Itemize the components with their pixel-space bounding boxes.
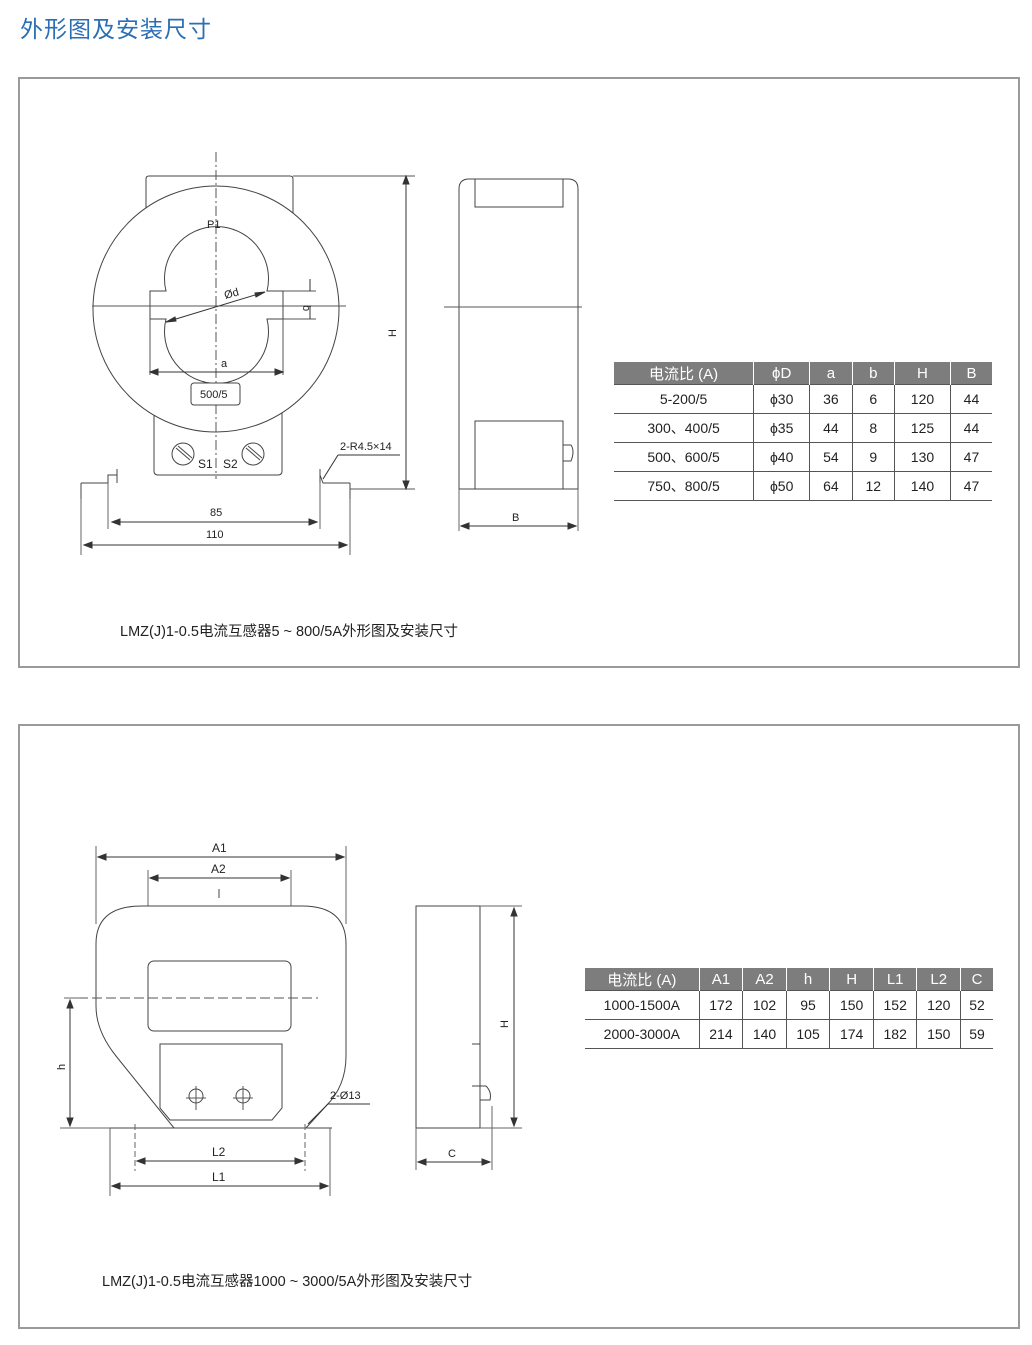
figure2-table-cell: 95 xyxy=(785,990,830,1020)
figure2-table-cell: 172 xyxy=(698,990,743,1020)
figure1-caption: LMZ(J)1-0.5电流互感器5 ~ 800/5A外形图及安装尺寸 xyxy=(120,624,459,640)
figure2-table-cell: 182 xyxy=(872,1019,917,1049)
figure1-table-cell: 12 xyxy=(851,471,895,501)
figure2-table-cell: 1000-1500A xyxy=(585,990,700,1020)
label-a2: A2 xyxy=(211,862,226,876)
figure1-table-cell: 8 xyxy=(851,413,895,443)
figure1-table-cell: 44 xyxy=(949,384,992,414)
label-85: 85 xyxy=(210,507,222,519)
figure1-table-cell: ϕ40 xyxy=(753,442,810,472)
figure1-table-cell: ϕ50 xyxy=(753,471,810,501)
label-od: Ød xyxy=(223,286,240,302)
figure2-header-cell: 电流比 (A) xyxy=(585,968,700,991)
figure1-table-cell: 44 xyxy=(809,413,853,443)
figure2-header-cell: C xyxy=(960,968,993,991)
figure1-table-cell: 47 xyxy=(949,442,992,472)
label-c: C xyxy=(448,1148,456,1160)
label-l2: L2 xyxy=(212,1145,226,1159)
label-b: b xyxy=(300,305,312,311)
figure2-caption: LMZ(J)1-0.5电流互感器1000 ~ 3000/5A外形图及安装尺寸 xyxy=(102,1274,473,1290)
figure1-header-cell: b xyxy=(851,362,895,385)
figure2-table-cell: 150 xyxy=(916,1019,961,1049)
label-s1: S1 xyxy=(198,457,213,471)
figure1-table-cell: 125 xyxy=(894,413,951,443)
figure1-table-cell: 47 xyxy=(949,471,992,501)
figure1-table-cell: 140 xyxy=(894,471,951,501)
figure2-header-cell: L2 xyxy=(916,968,961,991)
label-110: 110 xyxy=(206,529,224,541)
label-p1: P1 xyxy=(207,219,220,231)
figure1-table-cell: 36 xyxy=(809,384,853,414)
figure1-table-cell: 64 xyxy=(809,471,853,501)
figure1-header-cell: a xyxy=(809,362,853,385)
figure1-table-cell: ϕ35 xyxy=(753,413,810,443)
figure2-header-cell: H xyxy=(829,968,874,991)
figure2-header-cell: L1 xyxy=(872,968,917,991)
label-l1: L1 xyxy=(212,1170,226,1184)
label-side-b: B xyxy=(512,512,519,524)
figure2-table-cell: 150 xyxy=(829,990,874,1020)
figure1-panel: P1 Ød b a 500/5 S1 S2 H 2-R4.5×14 85 110… xyxy=(18,77,1020,668)
figure2-table-cell: 140 xyxy=(742,1019,787,1049)
figure2-table-cell: 174 xyxy=(829,1019,874,1049)
figure1-header-cell: 电流比 (A) xyxy=(614,362,754,385)
page-heading: 外形图及安装尺寸 xyxy=(20,17,212,43)
figure2-table-cell: 152 xyxy=(872,990,917,1020)
label-ratio-plate: 500/5 xyxy=(200,389,228,401)
figure1-table-cell: 6 xyxy=(851,384,895,414)
figure1-table-cell: 44 xyxy=(949,413,992,443)
figure2-header-cell: A2 xyxy=(742,968,787,991)
figure2-table-cell: 2000-3000A xyxy=(585,1019,700,1049)
figure1-table-cell: 300、400/5 xyxy=(614,413,754,443)
figure1-table-cell: 54 xyxy=(809,442,853,472)
label-a1: A1 xyxy=(212,841,227,855)
figure1-table-cell: 9 xyxy=(851,442,895,472)
label-h-big: H xyxy=(499,1020,511,1028)
figure2-table-cell: 52 xyxy=(960,990,993,1020)
label-h-small: h xyxy=(56,1064,68,1070)
label-hole: 2-Ø13 xyxy=(330,1090,361,1102)
label-r-hole: 2-R4.5×14 xyxy=(340,441,392,453)
figure2-table-cell: 59 xyxy=(960,1019,993,1049)
figure2-drawing: A1 A2 h 2-Ø13 L2 L1 H C xyxy=(56,841,522,1196)
figure1-drawing: P1 Ød b a 500/5 S1 S2 H 2-R4.5×14 85 110… xyxy=(80,152,582,555)
figure2-table-cell: 214 xyxy=(698,1019,743,1049)
label-h: H xyxy=(387,329,399,337)
label-a: a xyxy=(221,358,228,370)
figure1-header-cell: B xyxy=(949,362,992,385)
figure1-table-cell: 120 xyxy=(894,384,951,414)
figure1-table-cell: ϕ30 xyxy=(753,384,810,414)
figure1-table-cell: 5-200/5 xyxy=(614,384,754,414)
figure2-header-cell: A1 xyxy=(698,968,743,991)
figure1-table-cell: 500、600/5 xyxy=(614,442,754,472)
label-s2: S2 xyxy=(223,457,238,471)
figure1-table-cell: 750、800/5 xyxy=(614,471,754,501)
figure1-header-cell: H xyxy=(894,362,951,385)
figure1-header-cell: ϕD xyxy=(753,362,810,385)
figure2-table-cell: 105 xyxy=(785,1019,830,1049)
figure2-table-cell: 120 xyxy=(916,990,961,1020)
figure1-table-cell: 130 xyxy=(894,442,951,472)
figure2-table-cell: 102 xyxy=(742,990,787,1020)
figure2-header-cell: h xyxy=(785,968,830,991)
